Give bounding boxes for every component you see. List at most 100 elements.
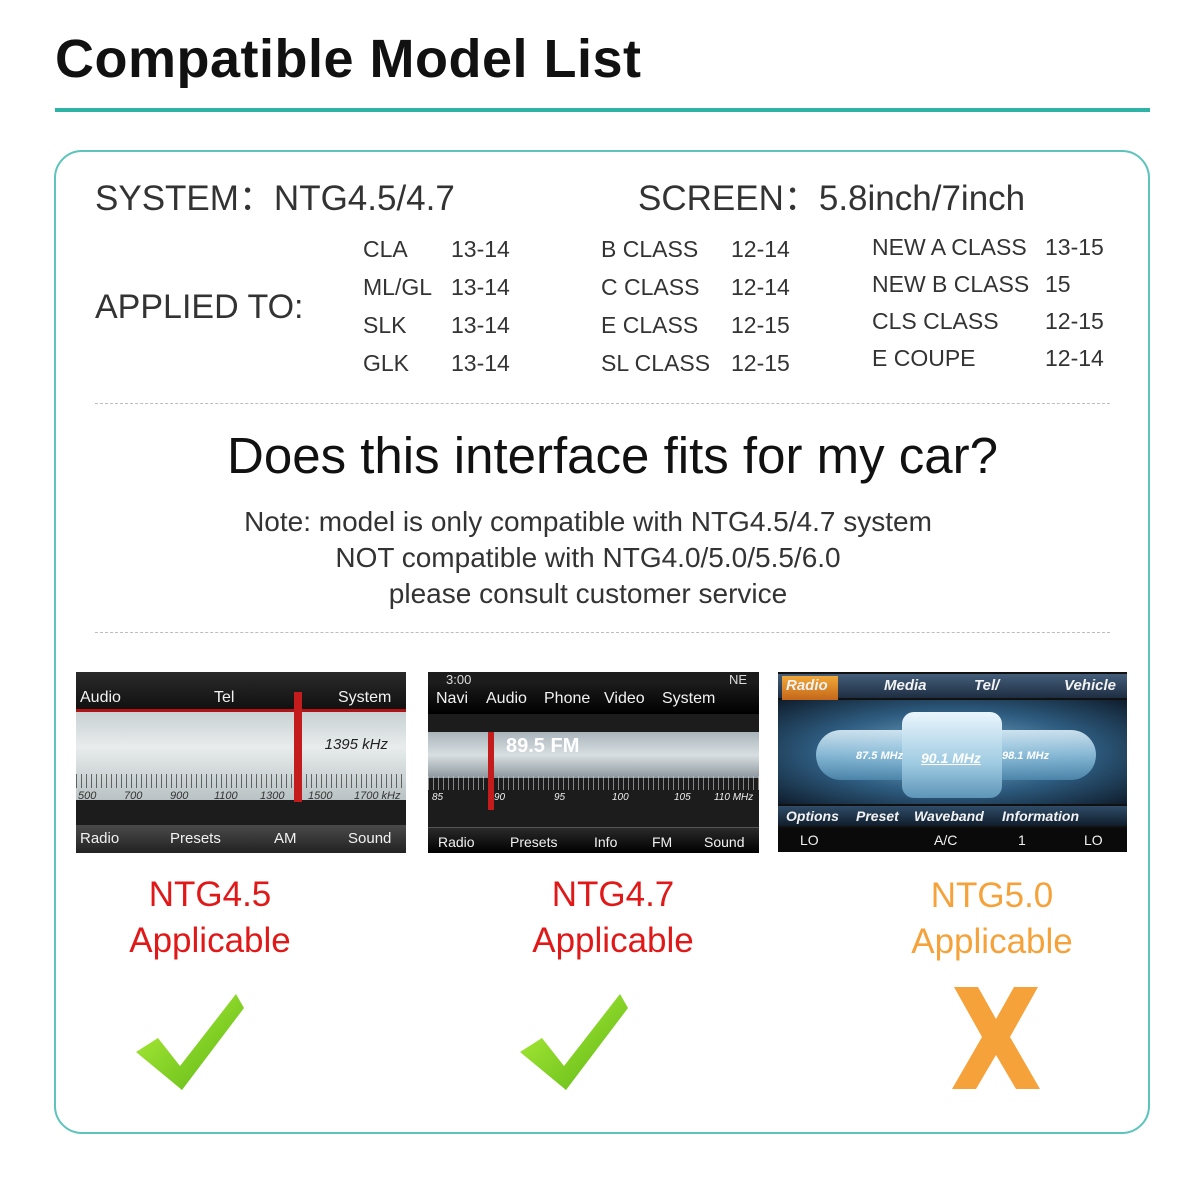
screen-bottom-bar: Radio Presets AM Sound [76,825,406,853]
model-name: C CLASS [601,274,700,300]
scale-label: 110 MHz [714,792,754,803]
screen-tab: Navi [436,690,469,707]
model-row: CLA 13-14 [363,236,533,274]
screen-softkey: Presets [170,830,221,847]
screen-softkey: FM [652,834,673,850]
screen-softkey: Waveband [914,808,984,824]
note-line: please consult customer service [388,578,788,609]
ntg45-screen-image: Audio Tel System 1395 kHz 500 700 900 11… [76,672,406,853]
dial-scale [76,774,406,788]
station-frequency: 98.1 MHz [1002,750,1050,762]
model-row: SLK 13-14 [363,312,533,350]
model-name: GLK [363,350,410,376]
model-years: 12-15 [1045,308,1104,334]
section-divider [95,403,1110,404]
model-name: CLA [363,236,408,262]
climate-value: 1 [1018,832,1026,848]
screen-softkey: Sound [348,830,392,847]
screen-softkey: Radio [438,834,475,850]
model-years: 15 [1045,271,1071,297]
compass: NE [728,672,747,687]
model-row: B CLASS 12-14 [601,236,821,274]
screen-softkey: Sound [704,834,745,850]
screen-tab: Media [884,677,927,694]
screen-menu-bar: Navi Audio Phone Video System [428,684,759,714]
model-years: 13-15 [1045,234,1104,260]
model-name: SLK [363,312,407,338]
model-years: 12-14 [1045,345,1104,371]
selected-station-tile [902,712,1002,798]
screen-tab: System [338,689,392,706]
model-row: C CLASS 12-14 [601,274,821,312]
ntg50-screen-image: Radio Media Tel/ Vehicle 87.5 MHz 90.1 M… [778,672,1127,852]
system-name: NTG5.0 [930,876,1054,915]
ntg47-verdict: NTG4.7 Applicable [463,872,763,964]
system-status: Applicable [129,921,291,960]
model-years: 12-14 [731,274,790,300]
model-years: 13-14 [451,236,510,262]
screen-tab: Audio [80,689,121,706]
frequency-readout: 89.5 FM [506,735,580,757]
active-tab-highlight [782,676,838,700]
model-column-a: CLA 13-14 ML/GL 13-14 SLK 13-14 GLK 13-14 [363,236,533,388]
screen-tab: Video [604,690,645,707]
station-frequency: 90.1 MHz [921,750,981,766]
screen-tab: Radio [786,677,828,694]
system-status: Applicable [911,922,1073,961]
note-line: NOT compatible with NTG4.0/5.0/5.5/6.0 [335,542,841,573]
scale-label: 900 [170,790,189,802]
checkmark-icon [136,994,244,1090]
screen-softkey: Info [594,834,618,850]
scale-label: 1100 [214,790,238,802]
model-name: ML/GL [363,274,433,300]
model-years: 12-14 [731,236,790,262]
tuning-needle [488,732,494,810]
station-frequency: 87.5 MHz [856,750,904,762]
model-years: 13-14 [451,312,510,338]
clock: 3:00 [446,672,472,687]
screen-softkey: Radio [80,830,120,847]
screen-tab: Vehicle [1064,677,1116,694]
scale-label: 1500 [308,790,333,802]
climate-value: LO [800,832,819,848]
model-row: CLS CLASS 12-15 [872,308,1132,345]
screen-tab: Audio [486,690,527,707]
model-row: ML/GL 13-14 [363,274,533,312]
title-underline [55,108,1150,112]
radio-dial: 1395 kHz 500 700 900 1100 1300 1500 1700… [76,712,406,802]
ntg50-verdict: NTG5.0 Applicable [842,873,1142,965]
content-card [54,150,1150,1134]
checkmark-icon [520,994,628,1090]
model-years: 13-14 [451,274,510,300]
screen-tab: Phone [544,690,591,707]
note-line: Note: model is only compatible with NTG4… [244,506,932,537]
screen-spec: SCREEN：5.8inch/7inch [638,179,1026,218]
system-status: Applicable [532,921,694,960]
screen-softkey: Options [786,808,839,824]
system-name: NTG4.7 [551,875,675,914]
scale-label: 95 [554,792,566,803]
radio-band [428,732,759,778]
scale-label: 1300 [260,790,285,802]
ntg47-screen-image: 3:00 NE Navi Audio Phone Video System 89… [428,672,759,853]
screen-softkey: Information [1002,808,1079,824]
compatibility-question: Does this interface fits for my car? [227,427,998,484]
screen-tab: System [662,690,716,707]
model-name: CLS CLASS [872,308,999,334]
scale-label: 85 [432,792,444,803]
applied-to-label: APPLIED TO: [95,288,304,326]
model-years: 13-14 [451,350,510,376]
screen-menu-bar: Audio Tel System [76,672,406,712]
system-name: NTG4.5 [148,875,272,914]
scale-label: 700 [124,790,143,802]
scale-label: 1700 kHz [354,790,401,802]
tuning-needle [294,692,302,802]
screen-tab: Tel/ [974,677,1000,694]
model-name: B CLASS [601,236,699,262]
